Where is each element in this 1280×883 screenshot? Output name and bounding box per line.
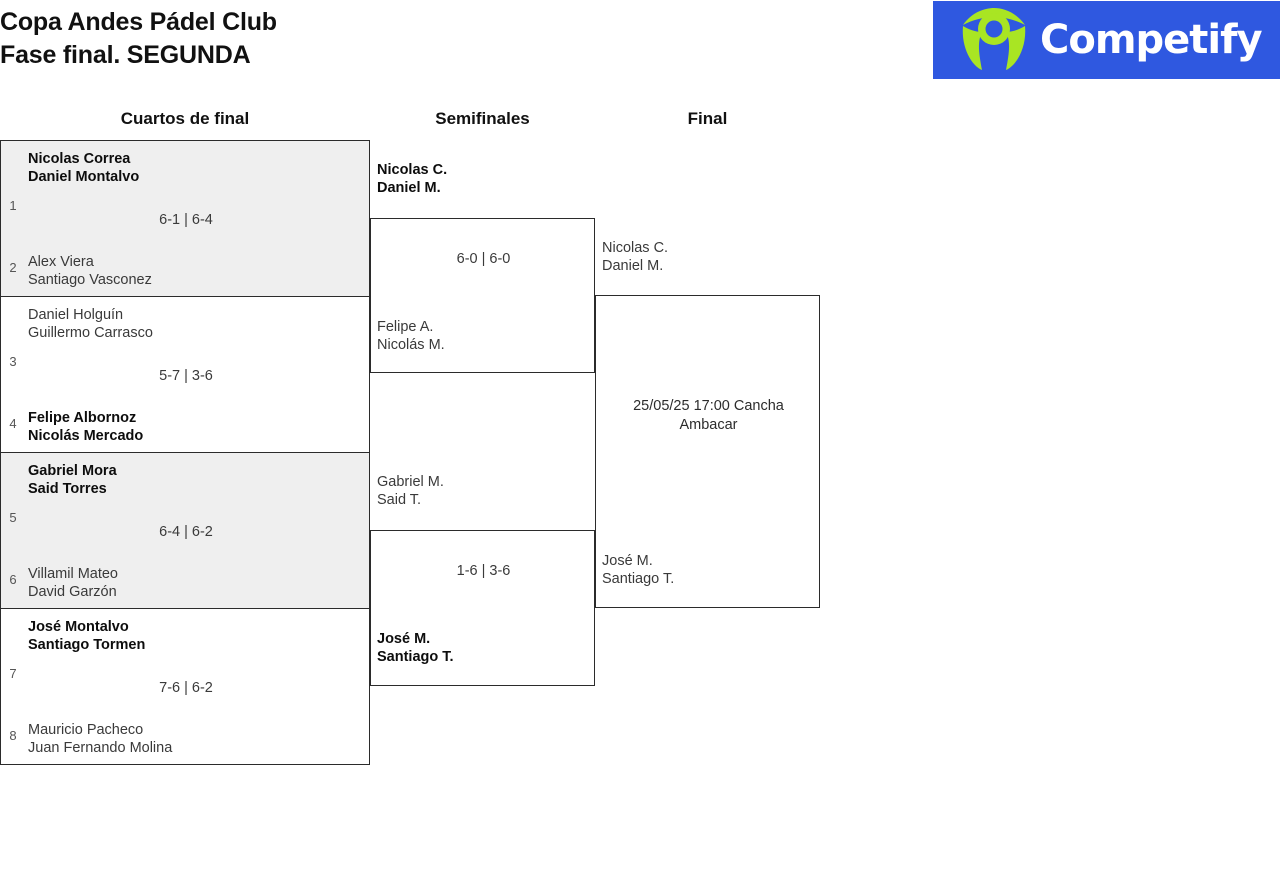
round-header-semifinals: Semifinales — [435, 109, 530, 128]
advancing-team-line: Daniel M. — [377, 180, 441, 196]
logo-wordmark: Competify — [1040, 17, 1263, 63]
competify-logo[interactable]: Competify — [933, 1, 1280, 79]
team-name-line: Nicolás Mercado — [28, 428, 144, 444]
seed-number: 2 — [9, 260, 17, 275]
advancing-team-line: Felipe A. — [377, 319, 434, 335]
advancing-team-line: José M. — [377, 631, 431, 647]
advancing-team-line: Said T. — [377, 492, 422, 508]
team-name-line: Said Torres — [28, 481, 107, 497]
match-score: 6-0 | 6-0 — [456, 251, 511, 267]
round-header-quarterfinals: Cuartos de final — [120, 109, 250, 128]
final-schedule-line: Ambacar — [679, 417, 738, 433]
team-name-line: Villamil Mateo — [28, 566, 118, 582]
team-name-line: Gabriel Mora — [28, 463, 117, 479]
seed-number: 5 — [9, 510, 17, 525]
team-name-line: Alex Viera — [28, 254, 94, 270]
advancing-team-line: Nicolás M. — [377, 337, 445, 353]
seed-number: 7 — [9, 666, 17, 681]
page-title: Copa Andes Pádel Club — [0, 8, 277, 36]
round-header-final: Final — [687, 109, 728, 128]
advancing-team-line: Santiago T. — [377, 649, 454, 665]
team-name-line: Daniel Holguín — [28, 307, 124, 323]
finalist-team-line: José M. — [602, 553, 653, 569]
finalist-team-line: Santiago T. — [602, 571, 675, 587]
match-box-qf-2[interactable]: 3 Daniel Holguín Guillermo Carrasco 5-7 … — [0, 296, 370, 453]
seed-number: 8 — [9, 728, 17, 743]
team-name-line: Santiago Vasconez — [28, 272, 152, 288]
seed-number: 6 — [9, 572, 17, 587]
tournament-title-block: Copa Andes Pádel Club Fase final. SEGUND… — [0, 6, 277, 72]
match-box-qf-1[interactable]: 1 Nicolas Correa Daniel Montalvo 6-1 | 6… — [0, 140, 370, 297]
match-box-final[interactable]: 25/05/25 17:00 Cancha Ambacar José M. Sa… — [595, 295, 820, 608]
team-name-line: David Garzón — [28, 584, 117, 600]
match-score: 5-7 | 3-6 — [159, 368, 213, 384]
seed-number: 3 — [9, 354, 17, 369]
seed-number: 4 — [9, 416, 17, 431]
match-box-qf-4[interactable]: 7 José Montalvo Santiago Tormen 7-6 | 6-… — [0, 608, 370, 765]
team-name-line: Santiago Tormen — [28, 637, 146, 653]
match-score: 7-6 | 6-2 — [159, 680, 213, 696]
match-score: 1-6 | 3-6 — [456, 563, 511, 579]
page-header: Copa Andes Pádel Club Fase final. SEGUND… — [0, 0, 1280, 92]
match-box-sf-1[interactable]: 6-0 | 6-0 Felipe A. Nicolás M. — [370, 218, 595, 373]
advancing-team-line: Nicolas C. — [377, 162, 448, 178]
advancing-team-line: Gabriel M. — [377, 474, 444, 490]
page-subtitle: Fase final. SEGUNDA — [0, 41, 251, 69]
match-score: 6-4 | 6-2 — [159, 524, 213, 540]
finalist-team-line: Nicolas C. — [602, 240, 669, 256]
team-name-line: Mauricio Pacheco — [28, 722, 144, 738]
seed-number: 1 — [9, 198, 17, 213]
team-name-line: Guillermo Carrasco — [28, 325, 153, 341]
match-score: 6-1 | 6-4 — [159, 212, 213, 228]
team-name-line: Nicolas Correa — [28, 151, 131, 167]
final-schedule-line: 25/05/25 17:00 Cancha — [633, 398, 784, 414]
person-in-circle-icon — [958, 8, 1030, 72]
team-name-line: Juan Fernando Molina — [28, 740, 173, 756]
match-box-sf-2[interactable]: 1-6 | 3-6 José M. Santiago T. — [370, 530, 595, 686]
team-name-line: Felipe Albornoz — [28, 410, 137, 426]
team-name-line: Daniel Montalvo — [28, 169, 140, 185]
finalist-team-line: Daniel M. — [602, 258, 664, 274]
match-box-qf-3[interactable]: 5 Gabriel Mora Said Torres 6-4 | 6-2 6 V… — [0, 452, 370, 609]
team-name-line: José Montalvo — [28, 619, 129, 635]
